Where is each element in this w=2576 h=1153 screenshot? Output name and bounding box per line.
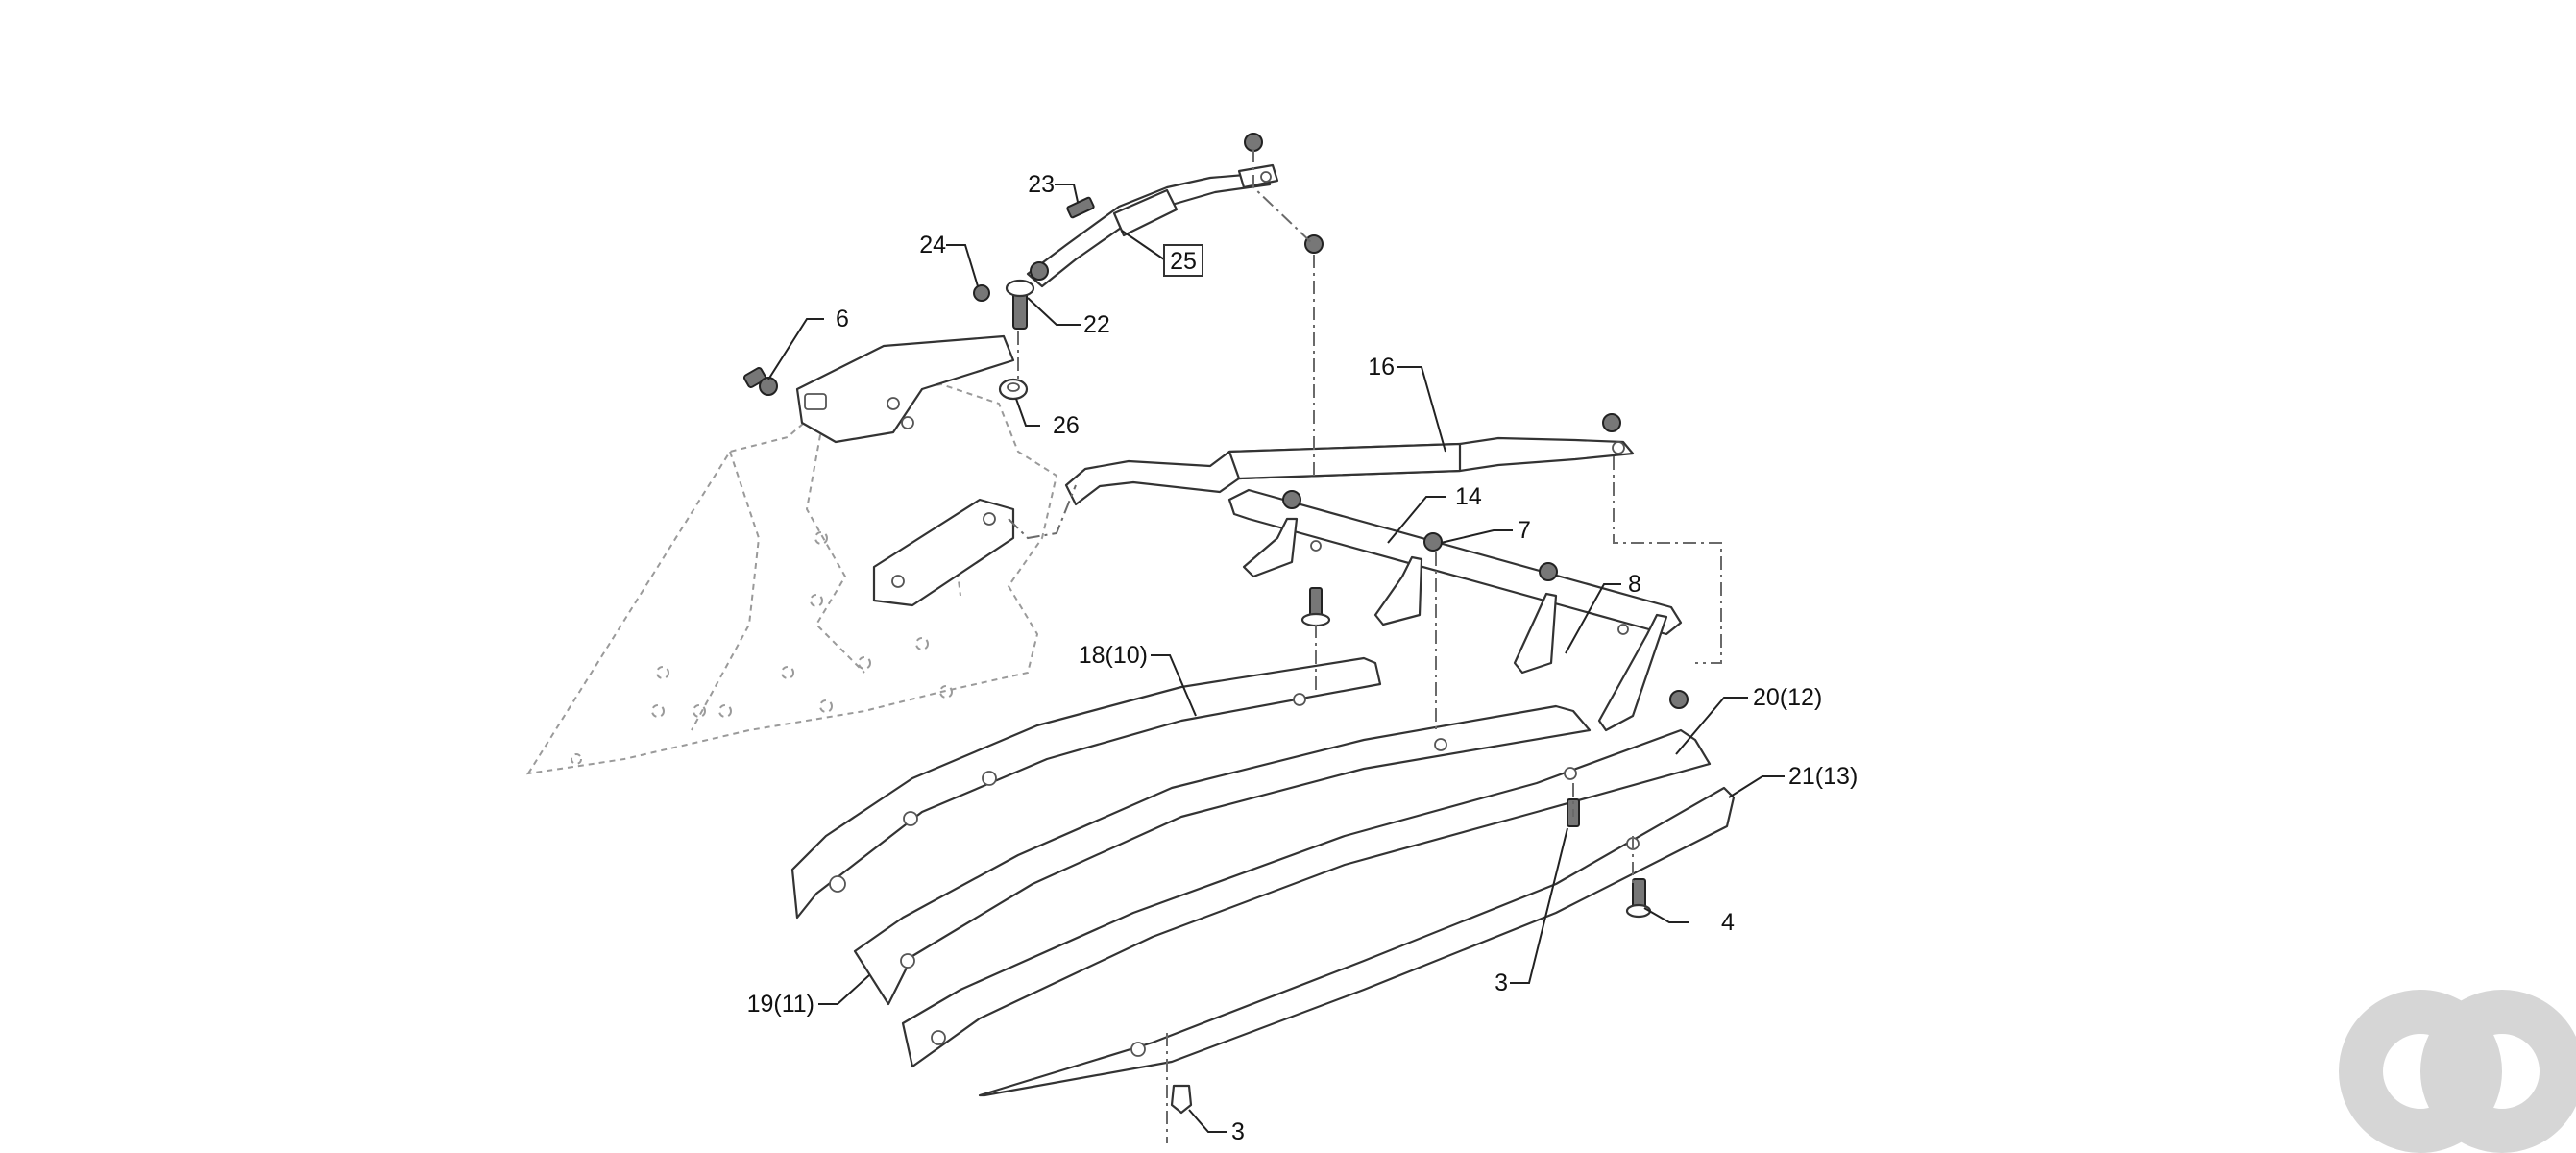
pin-22 — [1005, 279, 1035, 330]
strip-20-12 — [901, 728, 1712, 1068]
callout-20-12: 20(12) — [1753, 684, 1822, 711]
strip-19-11 — [853, 704, 1592, 1006]
upper-bracket — [795, 334, 1015, 444]
callout-22: 22 — [1083, 311, 1110, 338]
watermark-logo — [2339, 990, 2576, 1153]
nuts-top — [1244, 133, 1324, 254]
callout-18-10: 18(10) — [1079, 642, 1148, 669]
callout-3-lower: 3 — [1231, 1118, 1245, 1145]
callout-14: 14 — [1455, 483, 1482, 510]
main-adjuster-rod-16 — [1064, 413, 1635, 506]
callout-labels: 23 24 25 22 6 26 16 14 7 8 18(10) 20(12)… — [747, 171, 1859, 1145]
bolt-3-lower — [1170, 1084, 1193, 1115]
callout-8: 8 — [1628, 571, 1641, 598]
strip-18-10 — [790, 656, 1382, 920]
bolt-under-hanger — [1300, 587, 1331, 627]
callout-6: 6 — [836, 306, 849, 332]
nuts-7 — [1282, 490, 1689, 709]
callout-24: 24 — [919, 232, 946, 258]
callout-16: 16 — [1368, 354, 1395, 380]
callout-25: 25 — [1170, 248, 1197, 275]
callout-7: 7 — [1518, 517, 1531, 544]
callout-21-13: 21(13) — [1788, 763, 1858, 790]
lower-link-plate — [872, 498, 1015, 607]
callout-26: 26 — [1053, 412, 1080, 439]
callout-19-11: 19(11) — [747, 991, 814, 1018]
plough-frame-ghost — [525, 382, 1058, 775]
leader-lines — [767, 184, 1785, 1133]
bolt-4 — [1625, 878, 1652, 919]
upper-adjuster-rod-25 — [1026, 163, 1279, 288]
callout-25-box — [1163, 244, 1203, 277]
hanger-bar-14 — [1227, 488, 1683, 732]
callout-23: 23 — [1028, 171, 1055, 198]
bolt-6 — [742, 367, 778, 396]
callout-3-upper: 3 — [1495, 969, 1508, 996]
nut-24 — [973, 284, 990, 302]
callout-4: 4 — [1721, 909, 1735, 936]
bushing-26 — [998, 378, 1029, 401]
bolt-23 — [1066, 196, 1095, 219]
assembly-lines — [1008, 149, 1722, 1143]
